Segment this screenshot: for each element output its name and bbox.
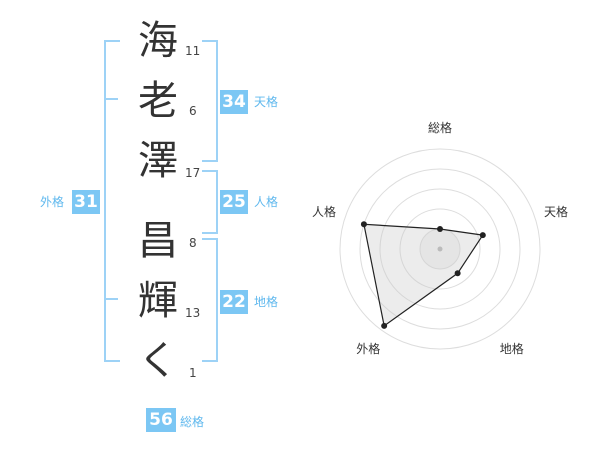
gaikaku-value-badge: 31: [72, 190, 100, 214]
chikaku-label: 地格: [254, 295, 279, 309]
gaikaku-tick-1: [104, 98, 118, 100]
stroke-count-1: 11: [185, 44, 201, 58]
gaikaku-label: 外格: [40, 195, 65, 209]
name-char-1: 海: [138, 18, 178, 64]
tenkaku-label: 天格: [254, 95, 279, 109]
name-char-2: 老: [138, 78, 178, 124]
stroke-count-4: 8: [189, 236, 197, 250]
radar-ring-3: [379, 188, 501, 310]
name-char-3: 澤: [138, 138, 178, 184]
radar-ring-5: [339, 148, 541, 350]
stroke-count-3: 17: [185, 166, 201, 180]
radar-point-2: [479, 232, 486, 239]
radar-axis-label-2: 天格: [544, 205, 569, 220]
radar-ring-4: [359, 168, 521, 330]
name-char-6: く: [138, 338, 178, 384]
radar-point-1: [437, 226, 443, 232]
tenkaku-value-badge: 34: [220, 90, 248, 114]
radar-axis-label-3: 地格: [499, 341, 524, 356]
tenkaku-bracket: [202, 40, 218, 162]
radar-series-polygon: [363, 223, 484, 327]
radar-point-4: [381, 322, 388, 329]
soukaku-value-badge: 56: [146, 408, 176, 432]
radar-point-5: [360, 221, 367, 228]
chikaku-value-badge: 22: [220, 290, 248, 314]
jinkaku-label: 人格: [254, 195, 279, 209]
stroke-count-2: 6: [189, 104, 197, 118]
radar-axis-label-5: 人格: [311, 205, 336, 220]
name-char-4: 昌: [138, 218, 178, 264]
jinkaku-value-badge: 25: [220, 190, 248, 214]
gaikaku-tick-2: [104, 298, 118, 300]
name-char-5: 輝: [138, 278, 178, 324]
soukaku-label: 総格: [180, 415, 205, 429]
radar-ring-2: [399, 208, 481, 290]
radar-point-3: [454, 270, 461, 277]
radar-center-dot: [437, 246, 443, 252]
radar-axis-label-1: 総格: [427, 121, 452, 135]
chikaku-bracket: [202, 238, 218, 362]
stroke-count-6: 1: [189, 366, 197, 380]
stroke-count-5: 13: [185, 306, 201, 320]
jinkaku-bracket: [202, 170, 218, 234]
radar-axis-label-4: 外格: [356, 341, 381, 356]
gaikaku-bracket: [104, 40, 120, 362]
